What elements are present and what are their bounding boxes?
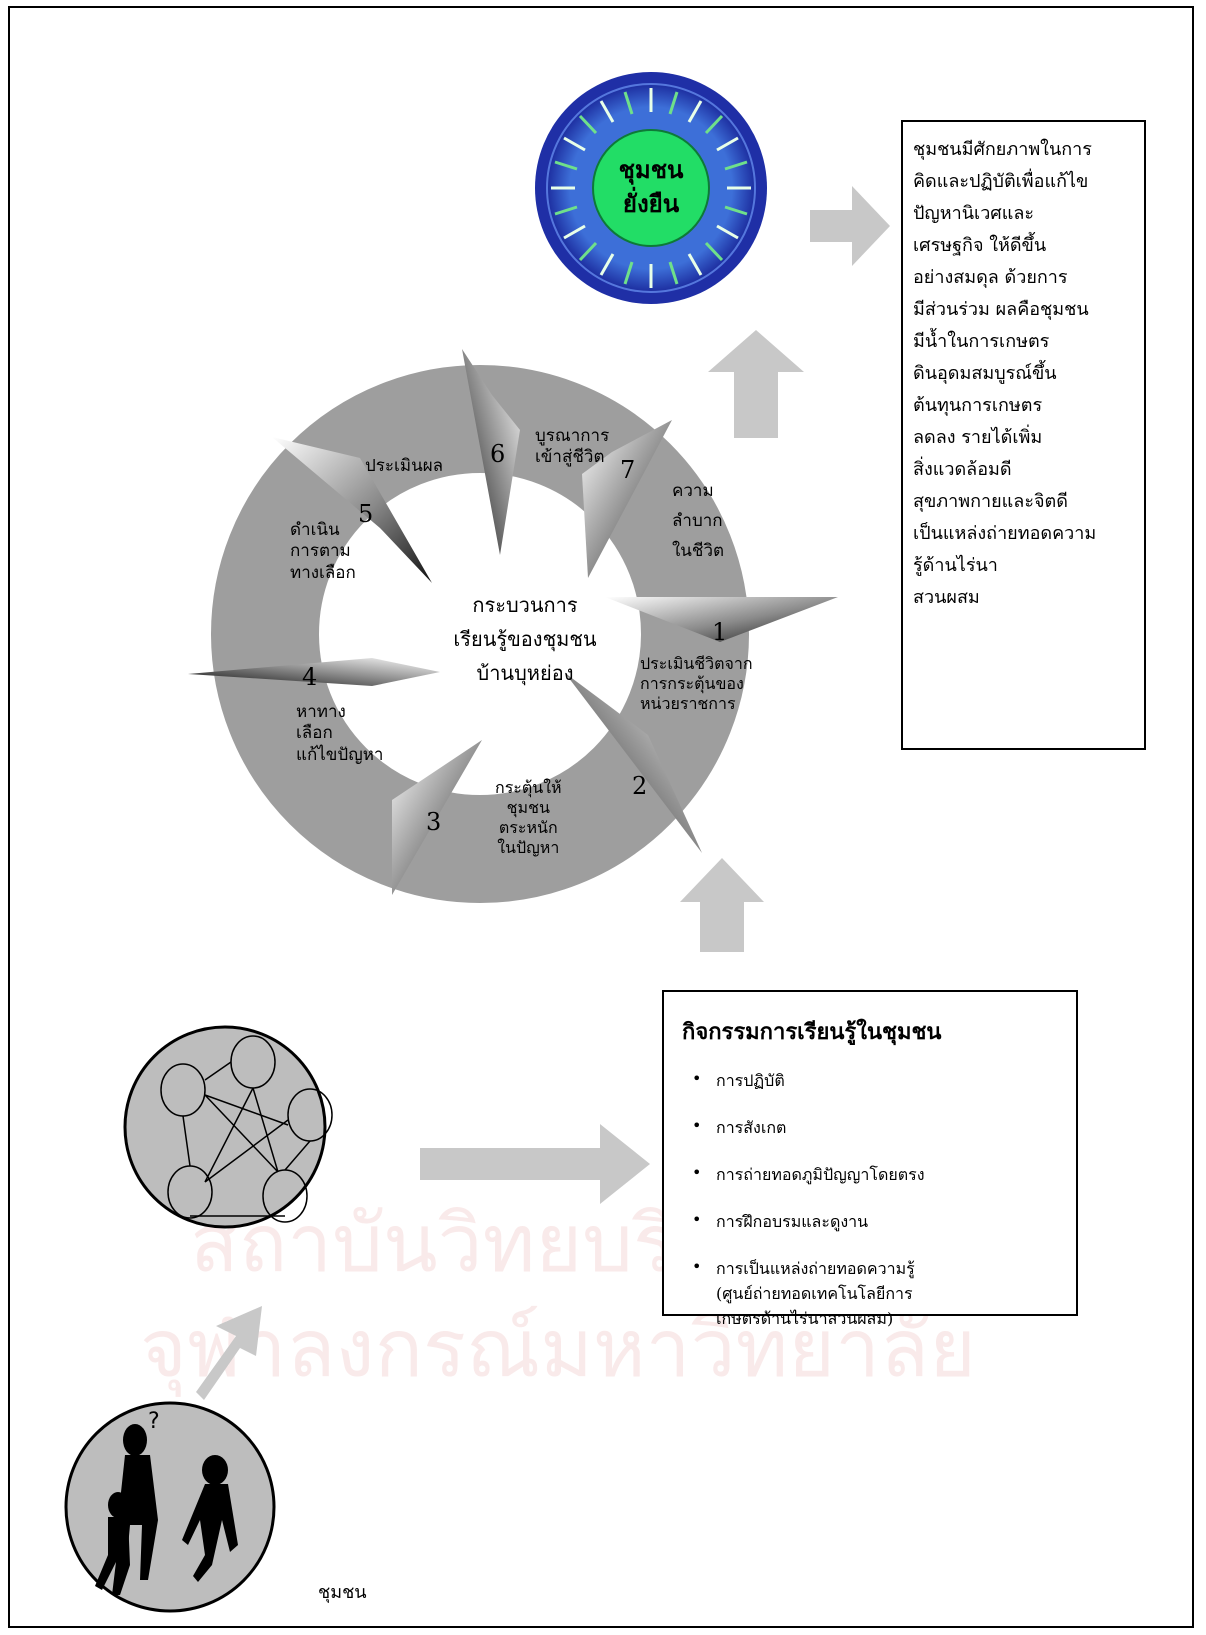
- outcome-line: ต้นทุนการเกษตร: [913, 395, 1043, 416]
- step-label-line: ประเมินผล: [365, 456, 444, 476]
- step-number-2: 2: [632, 772, 648, 800]
- step-label-line: ดำเนิน: [290, 520, 340, 540]
- step-label-line: แก้ไขปัญหา: [296, 744, 384, 765]
- step-number-7: 7: [620, 456, 636, 484]
- step-label-line: หน่วยราชการ: [640, 694, 736, 713]
- globe-center: [592, 129, 710, 247]
- arrow-right-to-activities: [420, 1124, 650, 1204]
- arrow-right-to-outcome: [810, 186, 890, 266]
- arrow-up-from-activities: [680, 858, 764, 952]
- step-2-label: กระตุ้นให้ ชุมชน ตระหนัก ในปัญหา: [495, 778, 562, 858]
- step-label-line: ในปัญหา: [497, 838, 560, 857]
- activity-item: การปฏิบัติ: [692, 1069, 1062, 1094]
- step-label-line: ประเมินชีวิตจาก: [640, 654, 753, 673]
- activity-item: การถ่ายทอดภูมิปัญญาโดยตรง: [692, 1163, 1062, 1188]
- arrow-up-to-sustainable: [708, 330, 804, 438]
- outcome-line: สิ่งแวดล้อมดี: [913, 459, 1012, 480]
- step-1-label: ประเมินชีวิตจาก การกระตุ้นของ หน่วยราชกา…: [640, 654, 753, 714]
- activity-item: การเป็นแหล่งถ่ายทอดความรู้ (ศูนย์ถ่ายทอด…: [692, 1257, 1062, 1332]
- community-label: ชุมชน: [318, 1582, 367, 1603]
- step-label-line: เลือก: [296, 723, 333, 744]
- step-label-line: การกระตุ้นของ: [640, 674, 744, 693]
- outcome-line: ปัญหานิเวศและ: [913, 203, 1035, 224]
- center-title-line: บ้านบุหย่อง: [476, 661, 574, 685]
- step-number-1: 1: [712, 618, 728, 646]
- outcome-line: ดินอุดมสมบูรณ์ขึ้น: [913, 363, 1057, 384]
- cycle-arrow-7: [582, 420, 672, 578]
- sustainable-community-label: ชุมชน ยั่งยืน: [593, 153, 709, 221]
- outcome-line: ชุมชนมีศักยภาพในการ: [913, 139, 1092, 160]
- arrow-up-to-network: [196, 1306, 262, 1400]
- outcome-line: มีส่วนร่วม ผลคือชุมชน: [913, 299, 1089, 320]
- step-label-line: ตระหนัก: [498, 818, 558, 837]
- sustainable-line-1: ชุมชน: [618, 155, 684, 184]
- sustainable-line-2: ยั่งยืน: [622, 189, 680, 218]
- outcome-line: เป็นแหล่งถ่ายทอดความ: [913, 523, 1097, 544]
- outcome-line: รู้ด้านไร่นา: [913, 555, 998, 576]
- step-label-line: การตาม: [290, 541, 351, 562]
- hardship-label: ความ ลำบาก ในชีวิต: [672, 476, 724, 566]
- step-number-6: 6: [490, 440, 506, 468]
- step-4-label: หาทาง เลือก แก้ไขปัญหา: [296, 702, 383, 766]
- cycle-arrow-6: [462, 349, 520, 555]
- activities-title: กิจกรรมการเรียนรู้ในชุมชน: [682, 1019, 942, 1045]
- step-label-line: เข้าสู่ชีวิต: [535, 447, 605, 468]
- step-label-line: กระตุ้นให้: [495, 778, 562, 797]
- outcome-box: ชุมชนมีศักยภาพในการ คิดและปฏิบัติเพื่อแก…: [901, 120, 1146, 750]
- hardship-line: ลำบาก: [672, 511, 723, 531]
- activity-item-line: เกษตรด้านไร่นาสวนผสม): [716, 1309, 894, 1328]
- outcome-line: คิดและปฏิบัติเพื่อแก้ไข: [913, 171, 1089, 192]
- step-label-line: ทางเลือก: [290, 562, 356, 583]
- page-frame: [8, 6, 1194, 1628]
- activity-item-line: (ศูนย์ถ่ายทอดเทคโนโลยีการ: [716, 1284, 913, 1303]
- outcome-line: สวนผสม: [913, 587, 980, 608]
- people-figures: [551, 88, 751, 288]
- step-5-label: ดำเนิน การตาม ทางเลือก: [290, 520, 356, 584]
- hardship-line: ความ: [672, 481, 714, 501]
- question-mark: ?: [148, 1409, 160, 1434]
- step-6-label: ประเมินผล: [365, 456, 443, 477]
- activity-item: การฝึกอบรมและดูงาน: [692, 1210, 1062, 1235]
- center-title-line: กระบวนการ: [472, 593, 578, 617]
- outcome-line: เศรษฐกิจ ให้ดีขึ้น: [913, 235, 1047, 256]
- activities-list: การปฏิบัติ การสังเกต การถ่ายทอดภูมิปัญญา…: [682, 1069, 1062, 1332]
- activity-item: การสังเกต: [692, 1116, 1062, 1141]
- community-circle: [64, 1401, 276, 1613]
- outcome-line: มีน้ำในการเกษตร: [913, 331, 1050, 352]
- center-title-line: เรียนรู้ของชุมชน: [453, 627, 597, 651]
- activities-box: กิจกรรมการเรียนรู้ในชุมชน การปฏิบัติ การ…: [662, 990, 1078, 1328]
- cycle-arrow-3: [392, 740, 482, 895]
- outcome-line: อย่างสมดุล ด้วยการ: [913, 267, 1068, 288]
- people-silhouettes: [95, 1424, 238, 1595]
- step-label-line: ชุมชน: [506, 798, 550, 817]
- step-label-line: หาทาง: [296, 702, 346, 722]
- outcome-line: สุขภาพกายและจิตดี: [913, 491, 1068, 512]
- cycle-center-title: กระบวนการ เรียนรู้ของชุมชน บ้านบุหย่อง: [425, 588, 625, 690]
- cycle-arrow-5: [272, 437, 432, 583]
- network-nodes: [160, 1035, 333, 1223]
- network-circle: [123, 1025, 327, 1229]
- outcome-line: ลดลง รายได้เพิ่ม: [913, 427, 1043, 448]
- step-number-3: 3: [426, 808, 442, 836]
- step-number-4: 4: [302, 663, 318, 691]
- step-7-label: บูรณาการ เข้าสู่ชีวิต: [535, 426, 609, 469]
- hardship-line: ในชีวิต: [672, 541, 725, 561]
- step-label-line: บูรณาการ: [535, 426, 610, 446]
- cycle-arrow-2: [565, 673, 702, 853]
- step-number-5: 5: [358, 500, 374, 528]
- cycle-arrow-1: [605, 597, 838, 642]
- cycle-arrow-4: [188, 658, 440, 686]
- people-figures-green: [554, 91, 748, 285]
- activity-item-line: การเป็นแหล่งถ่ายทอดความรู้: [716, 1259, 915, 1278]
